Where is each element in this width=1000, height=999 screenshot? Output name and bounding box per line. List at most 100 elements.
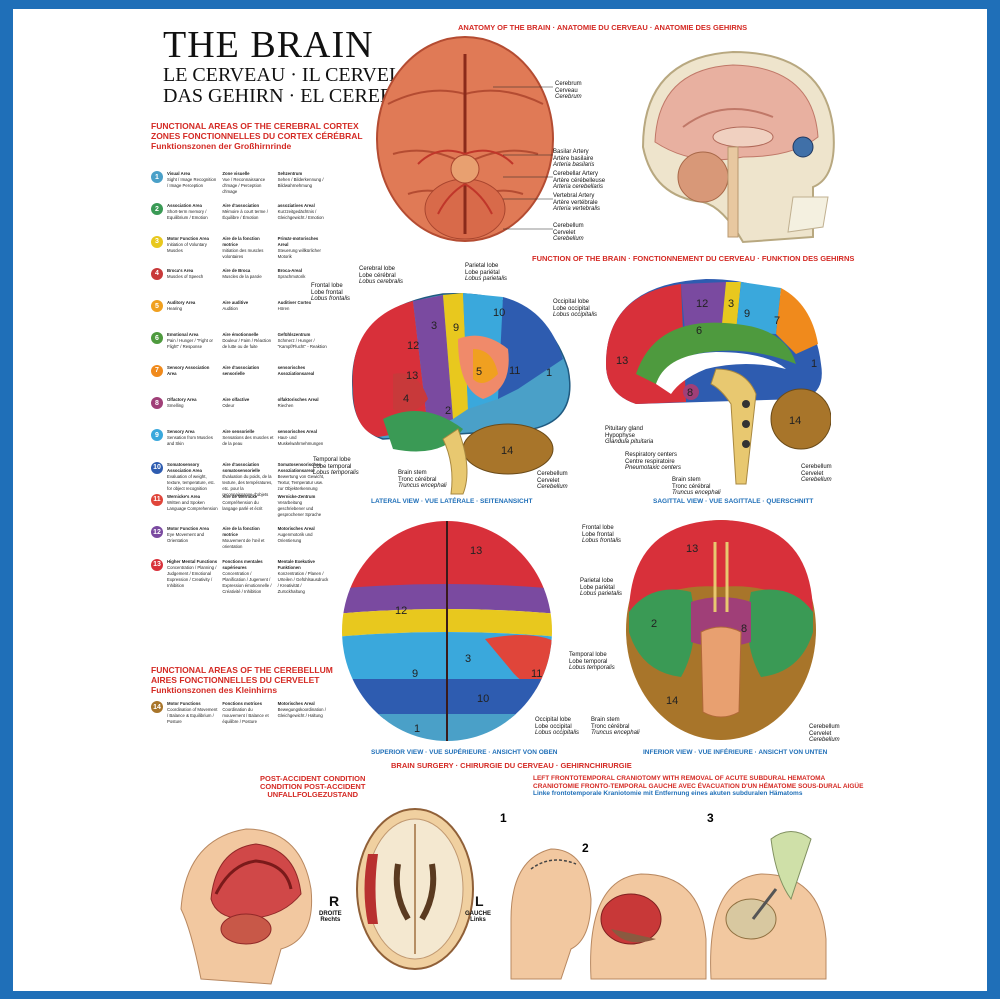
caption-line: Cerebellum [809,724,840,730]
area-num: 7 [774,315,780,327]
caption-line: Arteria basilaris [553,162,595,169]
caption-line: Parietal lobe [465,263,499,269]
legend-col-fr: Aire d'association sensorielle [218,362,273,377]
legend-title-fr: Aire d'association sensorielle [222,364,260,376]
caption-line: Lobus parietalis [465,276,508,283]
cortex-heading-fr: ZONES FONCTIONNELLES DU CORTEX CÉRÉBRAL [151,131,363,141]
axial-section-illustration [356,808,474,970]
caption-vertebral: Vertebral Artery Artère vertébrale Arter… [553,193,600,213]
legend-desc-fr: Sensations des muscles et de la peau [222,435,274,447]
area-num: 14 [501,445,513,457]
legend-title-en: Association Area [167,203,202,209]
area-badge: 1 [151,171,163,183]
caption-line: Lobe temporal [313,463,352,470]
legend-en: Motor Functions [167,701,201,706]
caption-line: Cerebellum [537,471,568,477]
area-num: 12 [407,340,419,352]
cerebellum-heading-fr: AIRES FONCTIONNELLES DU CERVELET [151,675,320,685]
step-2-number: 2 [582,841,589,855]
marker-line: GAUCHE [465,911,492,917]
legend-en-desc: Coordination of Movement / Balance & Equ… [167,707,218,724]
legend-de-desc: Bewegungskoordination / Gleichgewicht / … [277,707,326,718]
craniotomy-steps-illustration [510,831,827,980]
caption-line: Lobe temporal [569,658,608,665]
caption-line: Brain stem [591,717,620,723]
area-num: 13 [470,545,482,557]
legend-title-fr: Aire d'association [222,203,260,209]
area-num: 12 [395,605,407,617]
right-marker-sub: DROITE Rechts [319,911,342,923]
caption-line: Brain stem [398,470,427,476]
legend-desc-fr: Muscles de la parole [222,273,262,279]
caption-line: Artère basilaire [553,155,594,162]
area-num: 9 [412,668,418,680]
area-badge: 7 [151,364,163,377]
marker-line: Rechts [320,917,341,923]
legend-title-en: Auditory Area [167,300,196,306]
caption-line: Tronc cérébral [591,723,630,730]
legend-title-de: Broca-Areal [277,267,303,273]
legend-title-en: Sensory Association Area [167,364,210,376]
legend-desc-en: Muscles of Speech [167,273,204,279]
legend-desc-en: Smelling [167,403,184,409]
caption-line: Lobus cerebralis [359,279,404,286]
legend-title-de: assoziatives Areal [277,203,315,209]
area-num: 4 [403,393,409,405]
caption-line: Basilar Artery [553,149,589,155]
caption-line: Truncus encephali [398,483,447,490]
legend-title-fr: Aire sensorielle [222,429,255,435]
legend-title-fr: Zone visuelle [222,171,250,176]
legend-fr-desc: Coordination du mouvement / Balance et é… [222,707,269,724]
caption-line: Lobe pariétal [465,269,500,276]
caption-cerebellum-top: Cerebellum Cervelet Cerebellum [553,223,584,243]
caption-line: Arteria vertebralis [553,206,601,213]
caption-line: Temporal lobe [313,457,351,463]
area-badge: 4 [151,267,163,280]
area-badge: 12 [151,526,163,539]
area-num: 13 [616,355,628,367]
legend-desc-fr: Audition [222,306,238,312]
cerebellum-legend-heading: FUNCTIONAL AREAS OF THE CEREBELLUM AIRES… [151,665,333,695]
area-num: 1 [811,358,817,370]
craniotomy-heading: LEFT FRONTOTEMPORAL CRANIOTOMY WITH REMO… [533,775,863,798]
cortex-legend-heading: FUNCTIONAL AREAS OF THE CEREBRAL CORTEX … [151,121,363,151]
area-badge: 13 [151,558,163,571]
superior-view-label: SUPERIOR VIEW · VUE SUPÉRIEURE · ANSICHT… [371,749,558,756]
caption-line: Cerebellum [809,737,840,744]
step-1-number: 1 [500,811,507,825]
caption-line: Lobe frontal [311,289,343,296]
caption-line: Lobus occipitalis [535,730,580,737]
caption-temporal-inferior: Temporal lobe Lobe temporal Lobus tempor… [569,652,615,672]
caption-line: Truncus encephali [672,490,721,497]
caption-line: Cerebral lobe [359,266,396,272]
legend-title-en: Olfactory Area [167,397,197,403]
caption-line: Cerebellar Artery [553,171,599,177]
caption-line: Lobus temporalis [569,665,615,672]
caption-line: Lobe cérébral [359,272,396,279]
area-badge: 11 [151,493,163,506]
step-3-number: 3 [707,811,714,825]
caption-brainstem-inferior: Brain stem Tronc cérébral Truncus enceph… [591,717,640,737]
caption-cerebellum-inferior: Cerebellum Cervelet Cerebellum [809,724,840,744]
legend-title-de: Mentale Exekutive Funktionen [277,558,315,570]
